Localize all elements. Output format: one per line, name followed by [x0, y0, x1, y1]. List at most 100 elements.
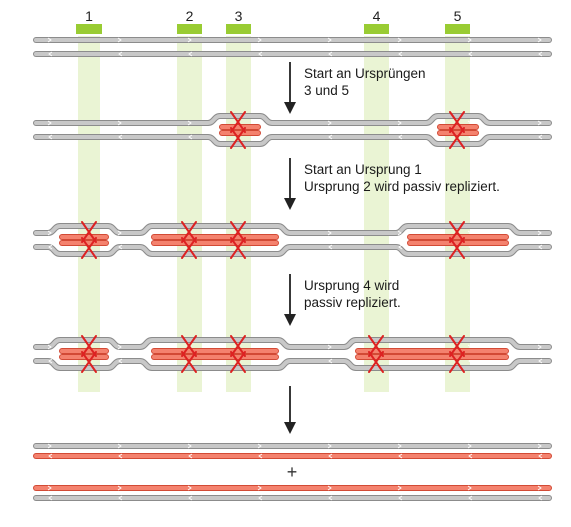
fork-cross-icon	[230, 351, 246, 373]
fork-cross-icon	[449, 221, 465, 243]
fork-cross-icon	[449, 237, 465, 259]
strand-direction-mark	[467, 485, 472, 491]
strand-direction-mark	[187, 120, 192, 126]
parental-strand-bottom	[34, 245, 551, 256]
step-arrow-2	[284, 158, 296, 210]
strand-direction-mark	[47, 230, 52, 236]
strand-direction-mark	[397, 485, 402, 491]
strand-direction-mark	[397, 37, 402, 43]
strand-direction-mark	[47, 120, 52, 126]
parental-strand-top	[34, 338, 551, 349]
strand-direction-mark	[187, 37, 192, 43]
replication-bubble	[219, 111, 261, 149]
strand-direction-mark	[47, 443, 52, 449]
strand-direction-mark	[327, 344, 332, 350]
parental-strand-top	[34, 224, 551, 235]
strand-direction-mark	[538, 244, 543, 250]
strand-direction-mark	[118, 51, 123, 57]
strand-direction-mark	[538, 358, 543, 364]
dna-stage-2	[33, 221, 552, 259]
strand-direction-mark	[118, 134, 123, 140]
strand-direction-mark	[537, 37, 542, 43]
fork-cross-icon	[181, 221, 197, 243]
step-arrows	[284, 62, 296, 434]
fork-cross-icon	[230, 335, 246, 357]
strand-direction-mark	[327, 230, 332, 236]
parental-strand-bottom	[34, 135, 551, 146]
replication-bubble	[59, 335, 109, 373]
strand-direction-mark	[328, 134, 333, 140]
fork-cross-icon	[81, 351, 97, 373]
fork-cross-icon	[449, 351, 465, 373]
strand-direction-mark	[397, 230, 402, 236]
fork-cross-icon	[449, 111, 465, 133]
origin-marker-5	[445, 24, 470, 34]
strand-direction-mark	[327, 443, 332, 449]
step-descriptions: Start an Ursprüngen 3 und 5 Start an Urs…	[304, 66, 500, 310]
strand-direction-mark	[188, 51, 193, 57]
fork-cross-icon	[181, 351, 197, 373]
dna-stage-0	[33, 37, 552, 57]
strand-direction-mark	[257, 443, 262, 449]
fork-cross-icon	[181, 237, 197, 259]
strand-direction-mark	[328, 495, 333, 501]
origin-marker-2	[177, 24, 202, 34]
strand-direction-mark	[188, 453, 193, 459]
fork-cross-icon	[81, 221, 97, 243]
step-3-line-1: Ursprung 4 wird	[304, 278, 399, 293]
step-2-line-1: Start an Ursprung 1	[304, 162, 422, 177]
origin-label-3: 3	[235, 8, 243, 24]
strand-direction-mark	[538, 134, 543, 140]
strand-direction-mark	[328, 358, 333, 364]
replication-bubble	[437, 111, 479, 149]
fork-cross-icon	[449, 335, 465, 357]
dna-stages	[33, 37, 552, 501]
step-1-line-1: Start an Ursprüngen	[304, 66, 426, 81]
step-3-line-2: passiv repliziert.	[304, 295, 401, 310]
origin-bands	[78, 36, 470, 392]
strand-direction-mark	[328, 51, 333, 57]
plus-sign: +	[287, 462, 298, 482]
fork-cross-icon	[81, 335, 97, 357]
strand-direction-mark	[397, 120, 402, 126]
fork-cross-icon	[230, 111, 246, 133]
strand-direction-mark	[48, 134, 53, 140]
strand-direction-mark	[398, 51, 403, 57]
origin-band-5	[445, 36, 470, 392]
fork-cross-icon	[230, 127, 246, 149]
fork-cross-icon	[230, 237, 246, 259]
strand-direction-mark	[468, 51, 473, 57]
fork-cross-icon	[230, 221, 246, 243]
strand-direction-mark	[187, 443, 192, 449]
origin-markers: 1 2 3 4 5	[76, 8, 470, 34]
strand-direction-mark	[537, 443, 542, 449]
strand-direction-mark	[188, 134, 193, 140]
origin-label-1: 1	[85, 8, 93, 24]
dna-stage-1	[33, 111, 552, 149]
strand-direction-mark	[328, 244, 333, 250]
strand-direction-mark	[537, 344, 542, 350]
strand-direction-mark	[47, 485, 52, 491]
parental-strand-bottom	[34, 359, 551, 370]
strand-direction-mark	[48, 358, 53, 364]
strand-direction-mark	[538, 51, 543, 57]
strand-direction-mark	[537, 120, 542, 126]
strand-direction-mark	[117, 37, 122, 43]
replication-bubble	[407, 221, 509, 259]
strand-direction-mark	[188, 495, 193, 501]
strand-direction-mark	[257, 485, 262, 491]
strand-direction-mark	[258, 51, 263, 57]
replication-bubble	[151, 221, 279, 259]
strand-direction-mark	[117, 443, 122, 449]
strand-direction-mark	[467, 37, 472, 43]
strand-direction-mark	[118, 495, 123, 501]
step-1-line-2: 3 und 5	[304, 83, 349, 98]
fork-cross-icon	[368, 351, 384, 373]
dna-stage-3	[33, 335, 552, 373]
fork-cross-icon	[81, 237, 97, 259]
strand-direction-mark	[327, 485, 332, 491]
daughter-molecule-2	[33, 485, 552, 501]
strand-direction-mark	[538, 495, 543, 501]
strand-direction-mark	[537, 230, 542, 236]
